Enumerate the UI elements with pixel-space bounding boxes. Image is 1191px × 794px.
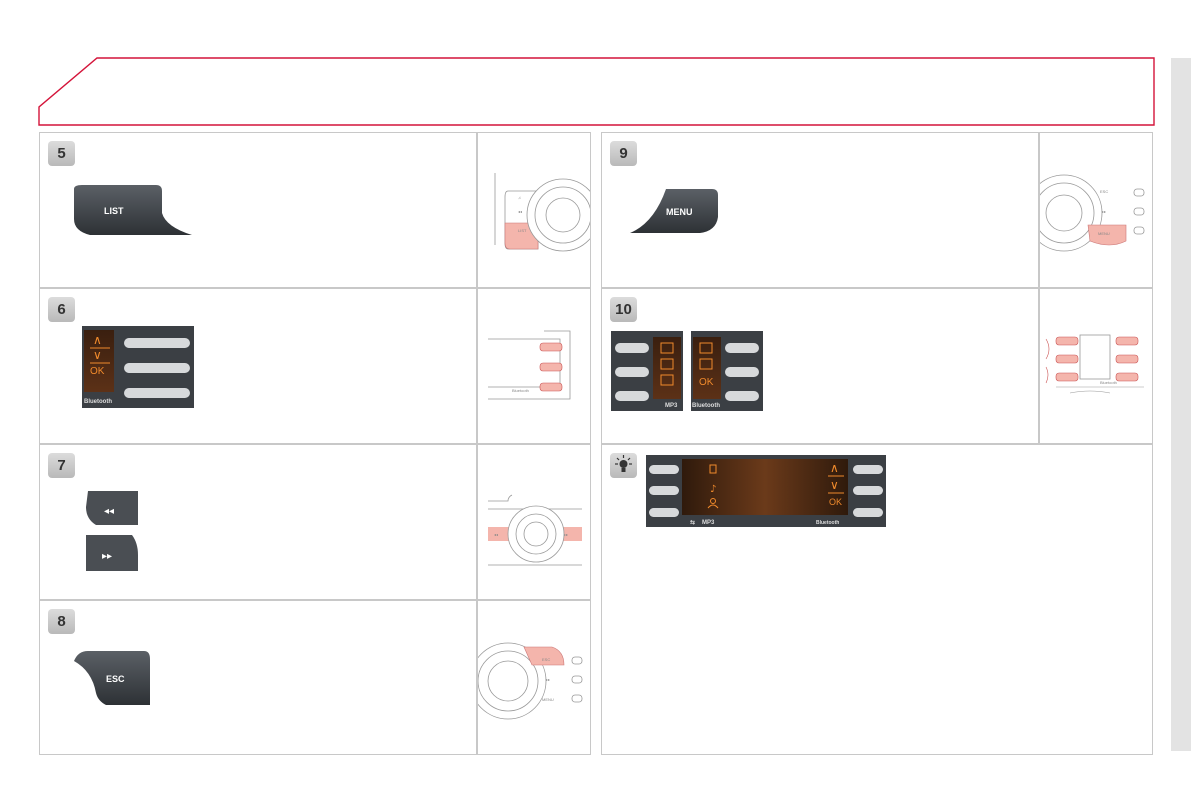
lcd-ok-label: OK [699, 377, 714, 388]
step-6-panel: 6 ∧ ∨ OK Bluetooth [39, 288, 477, 444]
usb-icon: ⇆ [690, 518, 695, 526]
step-number-badge: 6 [48, 297, 75, 322]
svg-text:▸▸: ▸▸ [1102, 209, 1106, 214]
thumb-menu-label: MENU [1098, 231, 1110, 236]
svg-text:∨: ∨ [830, 478, 839, 492]
forward-button: ▸▸ [86, 535, 138, 571]
lcd-brand-label: Bluetooth [816, 520, 839, 526]
svg-text:∨: ∨ [93, 348, 102, 362]
step-number-badge: 10 [610, 297, 637, 322]
thumb-esc-label: ESC [542, 657, 550, 662]
control-panel-thumbnail: ESC ▸▸ MENU [1025, 174, 1145, 252]
music-note-icon: ♪ [710, 484, 716, 495]
display-thumbnail: Bluetooth [1045, 334, 1144, 394]
control-panel-thumbnail: LIST ◂◂ ♫ [494, 173, 600, 252]
lightbulb-icon [610, 453, 637, 478]
lcd-bluetooth-label: Bluetooth [692, 403, 720, 409]
step-number-badge: 9 [610, 141, 637, 166]
lcd-ok-label: OK [829, 497, 842, 507]
step-8-thumbnail: ESC ▸▸ MENU [469, 600, 591, 755]
menu-button: MENU [630, 189, 718, 233]
thumb-esc-label: ESC [1100, 189, 1108, 194]
list-button-label: LIST [104, 206, 124, 216]
lcd-brand-label: Bluetooth [84, 399, 112, 405]
rewind-button: ◂◂ [86, 491, 138, 525]
step-number-badge: 8 [48, 609, 75, 634]
rewind-icon: ◂◂ [104, 506, 114, 517]
menu-button-label: MENU [666, 207, 693, 217]
step-10-thumbnail: Bluetooth [1039, 288, 1153, 444]
control-panel-thumbnail: ESC ▸▸ MENU [469, 642, 583, 720]
svg-text:◂◂: ◂◂ [494, 532, 498, 537]
step-5-thumbnail: LIST ◂◂ ♫ [477, 132, 600, 288]
step-number-badge: 7 [48, 453, 75, 478]
full-display-lcd: ♪ ∧ ∨ OK ⇆ MP3 Bluetooth [646, 455, 886, 527]
tip-panel: ♪ ∧ ∨ OK ⇆ MP3 Bluetooth [601, 444, 1153, 755]
lcd-mp3-label: MP3 [665, 403, 678, 409]
step-9-panel: 9 MENU [601, 132, 1039, 288]
step-number-badge: 5 [48, 141, 75, 166]
thumb-menu-label: MENU [542, 697, 554, 702]
thumb-list-label: LIST [518, 228, 527, 233]
svg-text:▸▸: ▸▸ [564, 532, 568, 537]
step-8-panel: 8 ESC [39, 600, 477, 755]
side-tab [1171, 58, 1191, 751]
lcd-ok-label: OK [90, 366, 105, 377]
fast-forward-icon: ▸▸ [102, 551, 112, 562]
display-thumbnail: Bluetooth [488, 330, 571, 400]
svg-text:♫: ♫ [518, 195, 521, 200]
svg-text:◂◂: ◂◂ [518, 209, 522, 214]
step-9-thumbnail: ESC ▸▸ MENU [1025, 132, 1153, 288]
step-7-panel: 7 ◂◂ ▸▸ [39, 444, 477, 600]
display-buttons-lcd: ∧ ∨ OK Bluetooth [82, 326, 194, 408]
esc-button: ESC [74, 651, 150, 705]
thumb-brand-label: Bluetooth [1100, 380, 1117, 385]
esc-button-label: ESC [106, 674, 125, 684]
display-buttons-lcd-pair: OK MP3 Bluetooth [611, 331, 763, 411]
list-button: LIST [74, 185, 192, 235]
svg-text:∧: ∧ [93, 333, 102, 347]
control-panel-thumbnail: ◂◂ ▸▸ [488, 494, 582, 566]
svg-text:∧: ∧ [830, 461, 839, 475]
step-10-panel: 10 OK MP3 Bluetooth [601, 288, 1039, 444]
step-7-thumbnail: ◂◂ ▸▸ [477, 444, 591, 600]
svg-text:▸▸: ▸▸ [546, 677, 550, 682]
lcd-mp3-label: MP3 [702, 520, 715, 526]
header-band [38, 57, 1155, 126]
thumb-brand-label: Bluetooth [512, 388, 529, 393]
step-6-thumbnail: Bluetooth [477, 288, 591, 444]
step-5-panel: 5 LIST [39, 132, 477, 288]
